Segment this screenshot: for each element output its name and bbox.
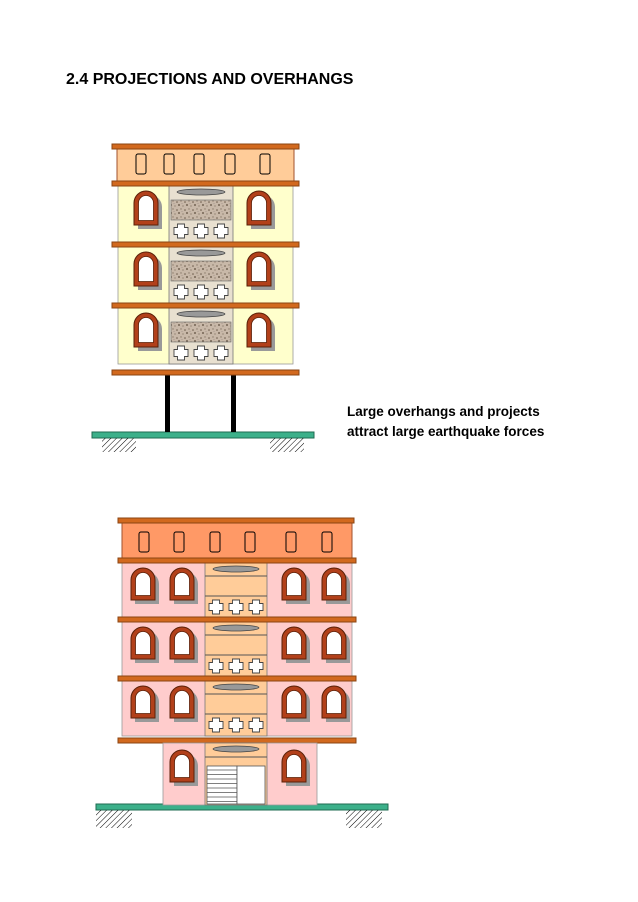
caption-line-1: Large overhangs and projects bbox=[347, 404, 540, 419]
window-opening bbox=[286, 690, 302, 714]
doorway bbox=[236, 765, 266, 805]
soil-hatch bbox=[102, 438, 136, 452]
balustrade-cross bbox=[173, 284, 189, 300]
ground-line bbox=[91, 431, 315, 439]
ceiling-light bbox=[212, 565, 260, 573]
parapet-slot bbox=[135, 153, 147, 175]
caption-line-2: attract large earthquake forces bbox=[347, 424, 545, 439]
balustrade-cross bbox=[248, 599, 264, 615]
window-opening bbox=[138, 317, 154, 343]
parapet-slot bbox=[193, 153, 205, 175]
balustrade-cross bbox=[213, 223, 229, 239]
window-opening bbox=[138, 256, 154, 282]
parapet-slot bbox=[224, 153, 236, 175]
soil-hatch bbox=[346, 810, 382, 828]
window-opening bbox=[174, 754, 190, 778]
balustrade-cross bbox=[228, 599, 244, 615]
balustrade-cross bbox=[228, 658, 244, 674]
stone-panel bbox=[170, 199, 232, 221]
floor-slab bbox=[111, 143, 300, 150]
balustrade-cross bbox=[173, 345, 189, 361]
floor-slab bbox=[117, 517, 355, 524]
floor-slab bbox=[117, 737, 357, 744]
window-opening bbox=[174, 631, 190, 655]
balustrade-cross bbox=[208, 599, 224, 615]
window-opening bbox=[251, 256, 267, 282]
building-with-setback-figure bbox=[95, 517, 389, 828]
parapet-wall bbox=[116, 147, 295, 183]
ceiling-light bbox=[212, 683, 260, 691]
caption: Large overhangs and projects attract lar… bbox=[347, 402, 544, 442]
balustrade-cross bbox=[213, 284, 229, 300]
parapet-slot bbox=[138, 531, 150, 553]
ceiling-light bbox=[212, 745, 260, 753]
floor-slab bbox=[111, 241, 300, 248]
floor-slab bbox=[111, 369, 300, 376]
window-opening bbox=[326, 631, 342, 655]
balustrade-cross bbox=[193, 284, 209, 300]
soil-hatch bbox=[270, 438, 304, 452]
balustrade-cross bbox=[208, 658, 224, 674]
window-opening bbox=[286, 754, 302, 778]
parapet-slot bbox=[209, 531, 221, 553]
parapet-slot bbox=[244, 531, 256, 553]
parapet-slot bbox=[173, 531, 185, 553]
window-opening bbox=[326, 690, 342, 714]
balustrade-cross bbox=[193, 223, 209, 239]
balustrade-cross bbox=[213, 345, 229, 361]
balustrade-cross bbox=[208, 717, 224, 733]
balustrade-cross bbox=[193, 345, 209, 361]
parapet-slot bbox=[321, 531, 333, 553]
stone-panel bbox=[170, 260, 232, 282]
staircase bbox=[206, 765, 238, 805]
window-opening bbox=[251, 195, 267, 221]
floor-slab bbox=[117, 616, 357, 623]
section-heading: 2.4 PROJECTIONS AND OVERHANGS bbox=[66, 71, 354, 88]
floor-slab bbox=[117, 557, 357, 564]
window-opening bbox=[135, 631, 151, 655]
window-opening bbox=[286, 572, 302, 596]
window-opening bbox=[286, 631, 302, 655]
parapet-slot bbox=[285, 531, 297, 553]
parapet-wall bbox=[121, 521, 353, 559]
ceiling-light bbox=[212, 624, 260, 632]
building-with-overhang-figure bbox=[91, 143, 315, 452]
soil-hatch bbox=[96, 810, 132, 828]
window-opening bbox=[135, 572, 151, 596]
floor-slab bbox=[111, 180, 300, 187]
balustrade-cross bbox=[248, 658, 264, 674]
floor-slab bbox=[111, 302, 300, 309]
window-opening bbox=[251, 317, 267, 343]
window-opening bbox=[138, 195, 154, 221]
balustrade-cross bbox=[173, 223, 189, 239]
balustrade-cross bbox=[248, 717, 264, 733]
window-opening bbox=[174, 572, 190, 596]
stilt-column bbox=[231, 374, 236, 432]
stilt-column bbox=[165, 374, 170, 432]
window-opening bbox=[135, 690, 151, 714]
ceiling-light bbox=[176, 249, 226, 257]
balustrade-cross bbox=[228, 717, 244, 733]
parapet-slot bbox=[259, 153, 271, 175]
stone-panel bbox=[170, 321, 232, 343]
ceiling-light bbox=[176, 188, 226, 196]
window-opening bbox=[174, 690, 190, 714]
ceiling-light bbox=[176, 310, 226, 318]
parapet-slot bbox=[163, 153, 175, 175]
window-opening bbox=[326, 572, 342, 596]
floor-slab bbox=[117, 675, 357, 682]
